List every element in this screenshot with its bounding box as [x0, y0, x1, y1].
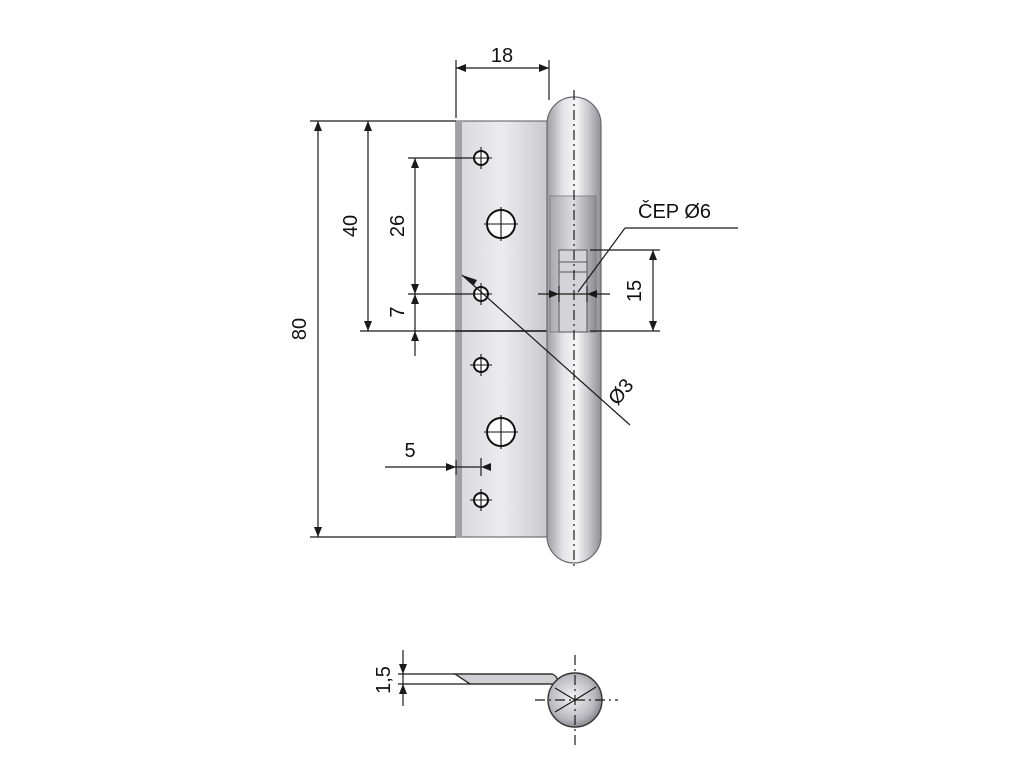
hinge-front-view	[455, 90, 602, 568]
dim-height-26: 26	[387, 215, 409, 237]
hinge-side-view	[452, 655, 618, 745]
dim-thickness: 1,5	[373, 666, 395, 694]
large-hole-top	[484, 207, 518, 241]
dim-width-18: 18	[491, 45, 513, 67]
plate-edge-shade	[456, 121, 462, 537]
large-hole-bottom	[484, 415, 518, 449]
mounting-hole-lower-mid	[470, 354, 492, 376]
dim-height-7: 7	[387, 306, 409, 317]
hinge-plate	[455, 120, 550, 538]
pin	[558, 249, 588, 333]
mounting-hole-bottom	[470, 489, 492, 511]
dim-height-40: 40	[340, 215, 362, 237]
side-plate	[452, 673, 559, 685]
dim-offset-5: 5	[404, 440, 415, 462]
dim-hole-dia-3: Ø3	[604, 375, 638, 410]
thickness-dimension	[398, 650, 470, 706]
dimension-lines	[310, 60, 738, 538]
dim-slot-15: 15	[624, 280, 646, 302]
dim-height-80: 80	[289, 318, 311, 340]
dim-pin-label: ČEP Ø6	[638, 200, 711, 223]
